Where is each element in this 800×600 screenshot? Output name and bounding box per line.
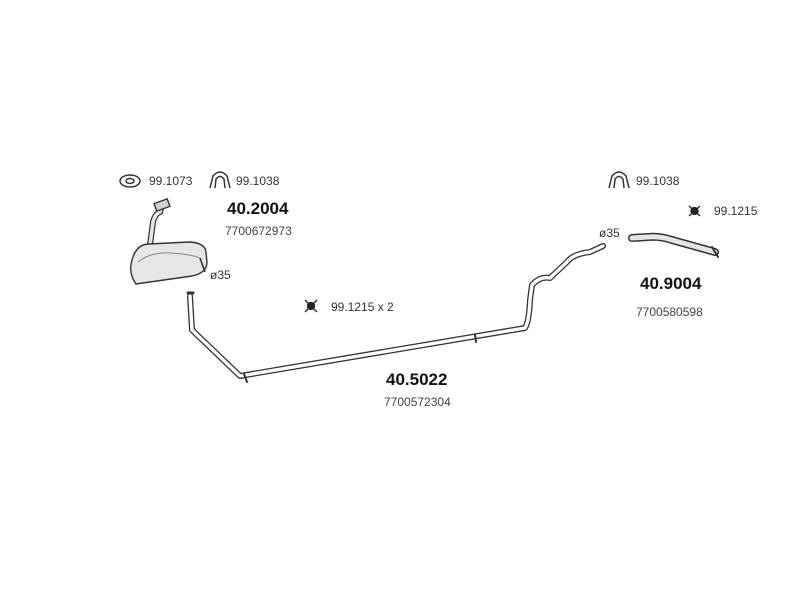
diameter-rear-label: ø35	[599, 226, 620, 240]
hanger-icon-rear	[688, 205, 701, 217]
oem-number-tail-pipe: 7700580598	[636, 305, 703, 319]
part-number-tail-pipe: 40.9004	[640, 274, 702, 293]
hanger-mid-code-label: 99.1215 x 2	[331, 300, 394, 314]
gasket-icon-front	[209, 171, 231, 189]
tail-pipe	[628, 232, 719, 258]
part-number-middle-pipe: 40.5022	[386, 370, 448, 389]
middle-pipe	[186, 243, 606, 383]
gasket-front-code-label: 99.1038	[236, 174, 280, 188]
hanger-rear-code-label: 99.1215	[714, 204, 758, 218]
diameter-front-label: ø35	[210, 268, 231, 282]
gasket-rear-code-label: 99.1038	[636, 174, 680, 188]
front-muffler	[129, 197, 208, 285]
clamp-code-label: 99.1073	[149, 174, 193, 188]
gasket-icon-rear	[608, 171, 630, 189]
hanger-icon-mid	[304, 299, 318, 313]
oem-number-front-muffler: 7700672973	[225, 224, 292, 238]
clamp-icon	[119, 174, 141, 188]
part-number-front-muffler: 40.2004	[227, 199, 289, 218]
oem-number-middle-pipe: 7700572304	[384, 395, 451, 409]
